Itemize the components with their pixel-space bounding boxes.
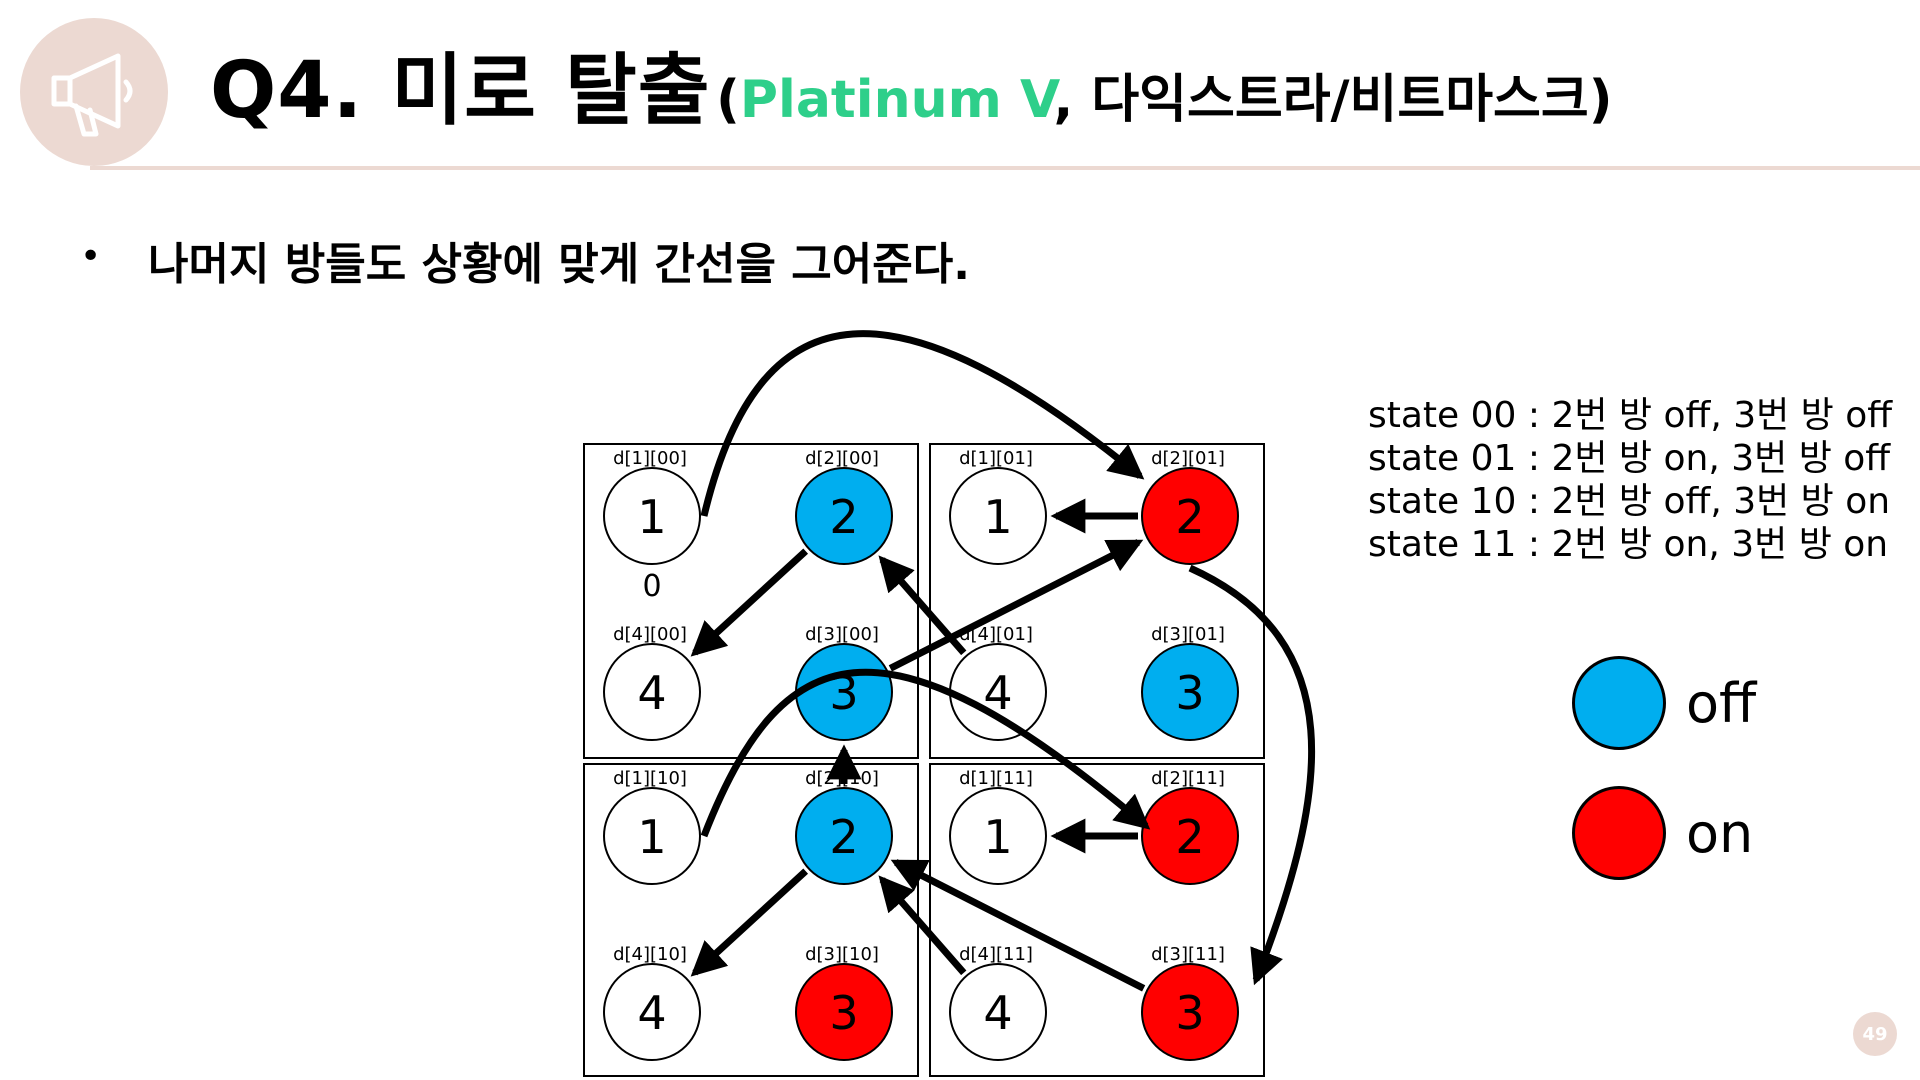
node-distance-tag: d[3][11]	[1151, 944, 1225, 965]
node-distance-tag: d[4][10]	[613, 944, 687, 965]
node-distance-tag: d[1][11]	[959, 768, 1033, 789]
node-label: 1	[983, 490, 1012, 544]
graph-nodes: 1 d[1][00] 2 d[2][00] 4 d[4][00] 3 d[3][00] 1 d[1…	[603, 448, 1239, 1061]
node-2-state-10	[795, 787, 893, 885]
state-descriptions: state 00 : 2번 방 off, 3번 방 off state 01 :…	[1368, 394, 1892, 566]
node-label: 3	[829, 986, 858, 1040]
node-distance-tag: d[2][01]	[1151, 448, 1225, 469]
node-2-state-00	[795, 467, 893, 565]
node-label: 2	[1175, 810, 1204, 864]
node-distance-tag: d[2][00]	[805, 448, 879, 469]
state-11-text: state 11 : 2번 방 on, 3번 방 on	[1368, 524, 1889, 565]
node-distance-tag: d[1][10]	[613, 768, 687, 789]
title-open-paren: (	[716, 70, 740, 130]
node-4-state-00	[603, 643, 701, 741]
logo-badge	[20, 18, 168, 166]
node-2-state-01	[1141, 467, 1239, 565]
edge-10-2-to-10-4	[690, 868, 809, 977]
megaphone-icon	[51, 53, 133, 137]
node-distance-tag: d[3][01]	[1151, 624, 1225, 645]
legend-on: on	[1572, 786, 1753, 880]
node-1-state-01	[949, 467, 1047, 565]
node-label: 1	[637, 810, 666, 864]
node-1-state-00	[603, 467, 701, 565]
bullet-marker: •	[80, 236, 102, 277]
node-label: 3	[1175, 986, 1204, 1040]
header-divider	[90, 166, 1920, 170]
title-tags: , 다익스트라/비트마스크)	[1053, 70, 1613, 130]
node-label: 1	[637, 490, 666, 544]
node-label: 4	[983, 986, 1012, 1040]
start-distance-label: 0	[642, 569, 661, 604]
title-difficulty: Platinum V	[739, 70, 1054, 130]
page-number: 49	[1853, 1012, 1897, 1056]
state-00-text: state 00 : 2번 방 off, 3번 방 off	[1368, 395, 1893, 436]
legend-on-swatch	[1572, 786, 1666, 880]
node-label: 4	[637, 666, 666, 720]
legend-off-swatch	[1572, 656, 1666, 750]
legend-on-label: on	[1686, 801, 1754, 865]
edge-00-1-to-01-2	[700, 330, 1145, 517]
node-distance-tag: d[2][11]	[1151, 768, 1225, 789]
node-distance-tag: d[4][01]	[959, 624, 1033, 645]
node-3-state-11	[1141, 963, 1239, 1061]
state-panel-11	[929, 763, 1265, 1077]
node-label: 2	[1175, 490, 1204, 544]
node-label: 3	[1175, 666, 1204, 720]
title-main: Q4. 미로 탈출	[210, 46, 711, 136]
bullet-text: 나머지 방들도 상황에 맞게 간선을 그어준다.	[148, 239, 970, 290]
node-1-state-11	[949, 787, 1047, 885]
edge-00-2-to-00-4	[690, 548, 809, 657]
state-10-text: state 10 : 2번 방 off, 3번 방 on	[1368, 481, 1891, 522]
legend-off-label: off	[1686, 671, 1757, 735]
page-title: Q4. 미로 탈출 (Platinum V, 다익스트라/비트마스크)	[210, 52, 1613, 130]
node-distance-tag: d[1][01]	[959, 448, 1033, 469]
legend-off: off	[1572, 656, 1756, 750]
node-label: 2	[829, 810, 858, 864]
edge-11-3-to-10-2	[890, 859, 1146, 992]
edge-01-2-to-11-3	[1188, 564, 1316, 986]
node-3-state-01	[1141, 643, 1239, 741]
node-distance-tag: d[1][00]	[613, 448, 687, 469]
node-distance-tag: d[3][00]	[805, 624, 879, 645]
edge-01-4-to-00-2	[878, 555, 967, 656]
node-label: 2	[829, 490, 858, 544]
node-3-state-10	[795, 963, 893, 1061]
node-distance-tag: d[4][11]	[959, 944, 1033, 965]
edge-00-3-to-01-2	[888, 539, 1144, 672]
node-1-state-10	[603, 787, 701, 885]
state-01-text: state 01 : 2번 방 on, 3번 방 off	[1368, 438, 1891, 479]
node-distance-tag: d[4][00]	[613, 624, 687, 645]
node-4-state-10	[603, 963, 701, 1061]
node-label: 4	[637, 986, 666, 1040]
edge-10-1-to-11-2	[700, 668, 1151, 838]
edge-11-4-to-10-2	[878, 875, 967, 976]
node-2-state-11	[1141, 787, 1239, 885]
node-distance-tag: d[3][10]	[805, 944, 879, 965]
graph-edges	[690, 330, 1316, 992]
node-4-state-11	[949, 963, 1047, 1061]
node-label: 1	[983, 810, 1012, 864]
